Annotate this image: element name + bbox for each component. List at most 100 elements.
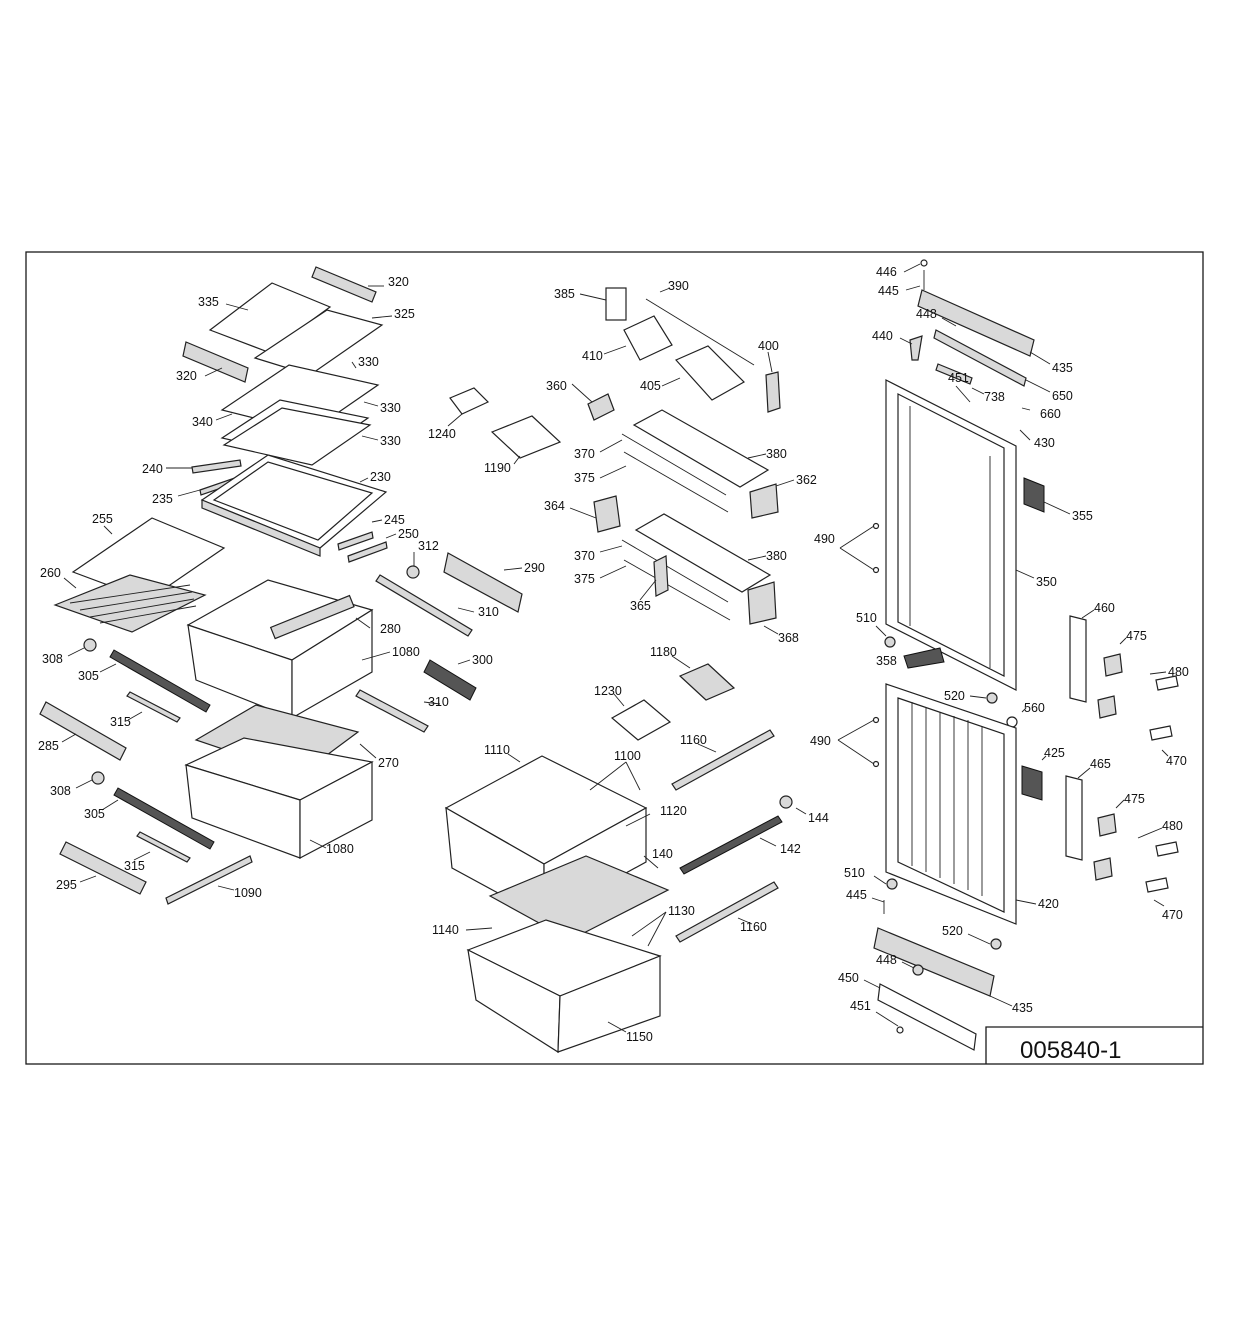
slide-rail-305-lower	[113, 787, 215, 850]
bracket-475-bottom	[1093, 857, 1113, 881]
bracket-364	[593, 495, 621, 533]
bushing-520-lower	[990, 938, 1002, 950]
callout-label: 1140	[432, 923, 459, 937]
clip-360	[587, 393, 615, 421]
callout-label: 380	[766, 549, 787, 563]
callout-label: 305	[84, 807, 105, 821]
bin-cap-385	[605, 287, 627, 321]
rod-370-upper	[621, 433, 727, 496]
tray-1180	[678, 663, 736, 701]
callout-label: 1080	[392, 645, 420, 659]
callout-label: 330	[358, 355, 379, 369]
slide-rail-300	[423, 659, 477, 701]
callout-label: 451	[948, 371, 969, 385]
fridge-door-350	[885, 379, 1017, 691]
hinge-435-top	[917, 289, 1035, 357]
pad-480-upper	[1155, 675, 1179, 691]
left-column-parts	[39, 266, 523, 905]
nut-308-lower	[91, 771, 105, 785]
callout-label: 520	[942, 924, 963, 938]
callout-label: 1110	[484, 743, 510, 757]
callout-label: 142	[780, 842, 801, 856]
pad-480-lower	[1155, 841, 1179, 857]
callout-label: 465	[1090, 757, 1111, 771]
grid-cover-260	[53, 574, 207, 633]
callout-label: 448	[916, 307, 937, 321]
callout-labels: 320 335 325 330 320 330 340 330 240 235 …	[38, 265, 1189, 1044]
rod-250	[347, 541, 388, 563]
callout-label: 240	[142, 462, 163, 476]
callout-label: 140	[652, 847, 673, 861]
glass-shelf-335	[208, 282, 332, 353]
callout-label: 315	[124, 859, 145, 873]
crisper-drawer-upper	[186, 579, 374, 720]
washer-446	[920, 259, 928, 267]
callout-label: 650	[1052, 389, 1073, 403]
callout-label: 1080	[326, 842, 354, 856]
glass-shelf-330-b	[222, 407, 372, 466]
callout-label: 358	[876, 654, 897, 668]
callout-label: 312	[418, 539, 439, 553]
callout-label: 1240	[428, 427, 456, 441]
callout-label: 450	[838, 971, 859, 985]
callout-label: 340	[192, 415, 213, 429]
screw-490-upper-b	[872, 566, 880, 574]
callout-label: 448	[876, 953, 897, 967]
slide-142	[679, 815, 783, 875]
rod-375-lower	[623, 559, 731, 621]
rod-375-upper	[623, 451, 729, 513]
plate-738	[935, 363, 973, 385]
callout-label: 290	[524, 561, 545, 575]
shelf-380-upper	[632, 409, 770, 488]
nut-144	[779, 795, 793, 809]
callout-label: 300	[472, 653, 493, 667]
slide-rail-310-upper	[375, 574, 473, 637]
bolt-510-lower	[886, 878, 898, 890]
callout-label: 310	[428, 695, 449, 709]
leader-lines	[61, 263, 1169, 1033]
pad-470-upper	[1149, 725, 1173, 741]
bracket-475-lower	[1097, 813, 1117, 837]
screw-490-upper-a	[872, 522, 880, 530]
rail-295	[59, 841, 147, 895]
callout-label: 144	[808, 811, 829, 825]
callout-label: 364	[544, 499, 565, 513]
rod-370-lower	[621, 539, 729, 603]
gasket-355	[1023, 477, 1045, 513]
shelf-380-lower	[634, 513, 772, 593]
rail-285	[39, 701, 127, 761]
callout-label: 420	[1038, 897, 1059, 911]
callout-label: 260	[40, 566, 61, 580]
screw-490-lower-a	[872, 716, 880, 724]
callout-label: 1090	[234, 886, 262, 900]
shelf-trim-front	[182, 341, 249, 383]
callout-label: 430	[1034, 436, 1055, 450]
callout-label: 362	[796, 473, 817, 487]
right-column-parts	[872, 259, 1179, 1051]
plate-358	[903, 647, 945, 669]
callout-label: 360	[546, 379, 567, 393]
document-number: 005840-1	[1020, 1037, 1121, 1064]
callout-label: 305	[78, 669, 99, 683]
callout-label: 738	[984, 390, 1005, 404]
callout-label: 445	[846, 888, 867, 902]
callout-label: 280	[380, 622, 401, 636]
bushing-520-upper	[986, 692, 998, 704]
cover-650	[933, 329, 1027, 387]
callout-label: 380	[766, 447, 787, 461]
callout-label: 308	[42, 652, 63, 666]
callout-label: 470	[1162, 908, 1183, 922]
callout-label: 475	[1124, 792, 1145, 806]
bracket-400	[765, 371, 781, 413]
washer-451-lower	[896, 1026, 904, 1034]
grid-slots	[69, 584, 197, 624]
gasket-425	[1021, 765, 1043, 801]
pad-1230	[610, 699, 672, 741]
box-1240	[449, 387, 490, 415]
callout-label: 445	[878, 284, 899, 298]
callout-label: 446	[876, 265, 897, 279]
callout-label: 370	[574, 447, 595, 461]
callout-label: 1160	[680, 733, 707, 747]
callout-label: 295	[56, 878, 77, 892]
